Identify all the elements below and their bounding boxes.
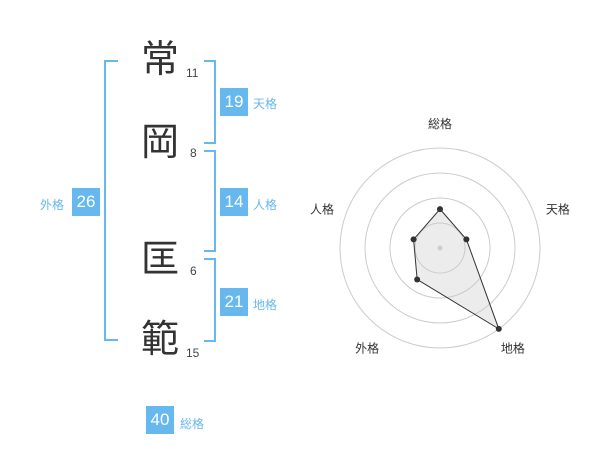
gaikaku-bracket xyxy=(104,60,118,341)
radar-axis-label-3: 地格 xyxy=(501,340,525,355)
radar-point-1 xyxy=(437,206,443,213)
radar-point-5 xyxy=(410,236,417,243)
radar-polygon xyxy=(413,208,500,331)
radar-ring-1 xyxy=(414,222,466,274)
radar-ring-3 xyxy=(364,172,516,324)
kanji-char-4: 範 xyxy=(141,317,180,361)
chikaku-bracket xyxy=(204,258,216,342)
kanji-char-2: 岡 xyxy=(141,120,180,164)
stroke-count-3: 6 xyxy=(190,264,197,278)
tenkaku-value: 19 xyxy=(220,88,248,116)
radar-axis-label-5: 人格 xyxy=(310,202,334,217)
stroke-count-4: 15 xyxy=(186,346,200,360)
radar-ring-4 xyxy=(339,147,541,349)
radar-point-2 xyxy=(463,236,470,243)
soukaku-value: 40 xyxy=(146,406,174,434)
chikaku-label: 地格 xyxy=(253,298,278,312)
radar-axis-label-2: 天格 xyxy=(546,202,570,217)
jinkaku-label: 人格 xyxy=(253,198,278,212)
jinkaku-value: 14 xyxy=(220,188,248,216)
stroke-count-1: 11 xyxy=(186,66,199,80)
jinkaku-bracket xyxy=(204,150,216,252)
radar-point-3 xyxy=(495,325,502,332)
tenkaku-label: 天格 xyxy=(253,97,278,111)
radar-center xyxy=(437,245,443,251)
stroke-count-2: 8 xyxy=(190,146,197,160)
radar-axis-label-4: 外格 xyxy=(355,340,379,355)
chikaku-value: 21 xyxy=(220,288,248,316)
kanji-char-1: 常 xyxy=(141,37,180,81)
radar-ring-2 xyxy=(389,197,491,299)
radar-point-4 xyxy=(414,276,421,283)
tenkaku-bracket xyxy=(204,60,216,144)
soukaku-label: 総格 xyxy=(180,417,205,431)
gaikaku-label: 外格 xyxy=(40,198,65,212)
radar-axis-label-1: 総格 xyxy=(428,116,452,131)
gaikaku-value: 26 xyxy=(72,188,100,216)
kanji-char-3: 匡 xyxy=(141,237,180,281)
